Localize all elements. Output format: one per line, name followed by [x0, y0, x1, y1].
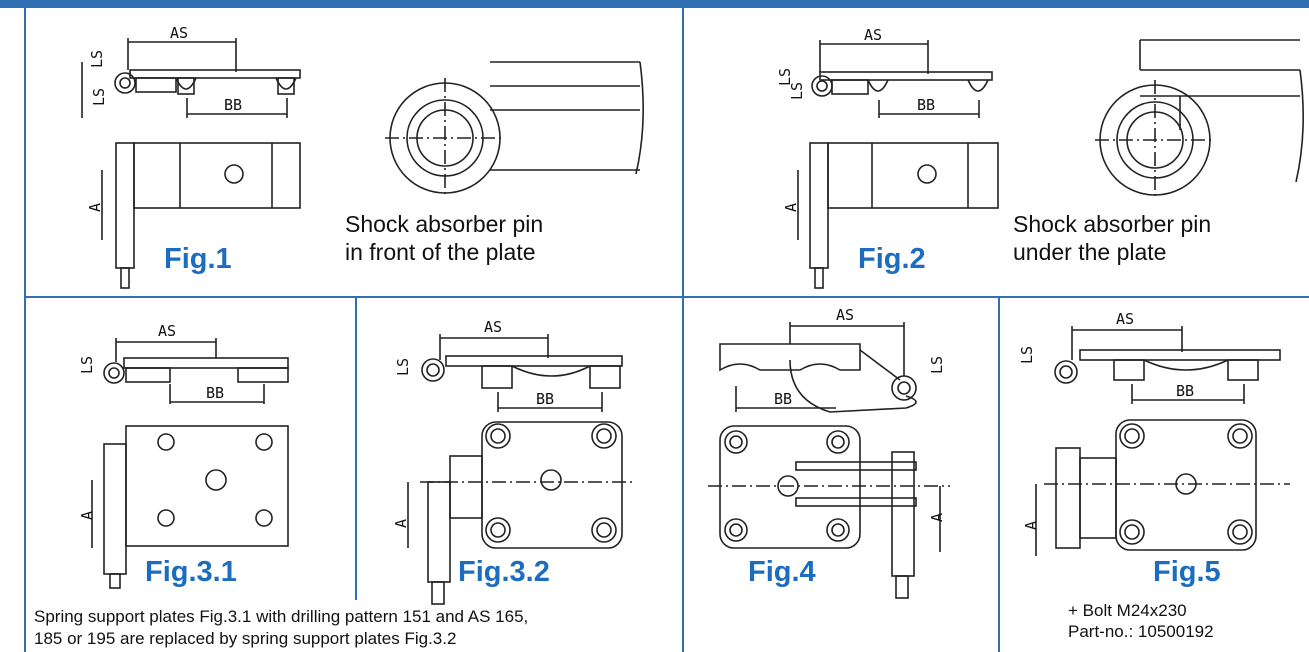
dim-as-label: AS — [864, 26, 882, 44]
fig5-drawing: AS BB LS A — [1018, 310, 1290, 556]
dim-bb-label: BB — [1176, 382, 1194, 400]
replacement-note-line2: 185 or 195 are replaced by spring suppor… — [34, 629, 457, 648]
dim-bb-label: BB — [917, 96, 935, 114]
dim-ls-label: LS — [88, 50, 106, 68]
fig32-drawing: AS BB LS A — [392, 318, 636, 605]
border-horizontal — [24, 296, 1309, 298]
dim-bb-label: BB — [206, 384, 224, 402]
fig1-caption-line2: in front of the plate — [345, 239, 536, 265]
fig4-label: Fig.4 — [748, 556, 816, 588]
dim-ls-label: LS — [928, 356, 946, 374]
fig31-label: Fig.3.1 — [145, 556, 237, 588]
dim-a-label: A — [78, 511, 96, 520]
dim-as-label: AS — [484, 318, 502, 336]
border-left — [24, 8, 26, 652]
replacement-note-line1: Spring support plates Fig.3.1 with drill… — [34, 607, 529, 626]
fig1-caption-line1: Shock absorber pin — [345, 211, 544, 237]
fig4-drawing: AS BB LS A — [708, 306, 950, 599]
dim-ls-label: LS — [394, 358, 412, 376]
dim-bb-label: BB — [224, 96, 242, 114]
fig31-drawing: AS BB LS A — [78, 322, 289, 589]
fig2-label: Fig.2 — [858, 243, 926, 275]
dim-a-label: A — [1022, 521, 1040, 530]
fig5-note-line2: Part-no.: 10500192 — [1068, 622, 1214, 641]
border-fig31-32 — [355, 298, 357, 600]
dim-bb-label: BB — [774, 390, 792, 408]
dim-as-label: AS — [1116, 310, 1134, 328]
dim-ls-label: LS — [1018, 346, 1036, 364]
dim-bb-label: BB — [536, 390, 554, 408]
dim-a-label: A — [928, 513, 946, 522]
dim-ls-label-2: LS — [788, 82, 806, 100]
fig32-label: Fig.3.2 — [458, 556, 550, 588]
fig2-caption-line2: under the plate — [1013, 239, 1167, 265]
dim-ls-label-2: LS — [90, 88, 108, 106]
fig2-caption-line1: Shock absorber pin — [1013, 211, 1212, 237]
dim-as-label: AS — [836, 306, 854, 324]
border-mid-vertical — [682, 8, 684, 652]
dim-as-label: AS — [158, 322, 176, 340]
dim-as-label: AS — [170, 24, 188, 42]
fig5-label: Fig.5 — [1153, 556, 1221, 588]
top-border — [0, 0, 1309, 8]
dim-ls-label: LS — [78, 356, 96, 374]
border-fig4-5 — [998, 298, 1000, 652]
dim-a-label: A — [392, 519, 410, 528]
fig1-label: Fig.1 — [164, 243, 232, 275]
fig1-drawing: AS BB LS LS A — [81, 24, 644, 289]
fig2-drawing: AS BB LS LS A — [776, 26, 1304, 289]
dim-a-label: A — [782, 203, 800, 212]
dim-a-label: A — [86, 203, 104, 212]
fig5-note-line1: + Bolt M24x230 — [1068, 601, 1187, 620]
dim-ls-label: LS — [776, 68, 794, 86]
